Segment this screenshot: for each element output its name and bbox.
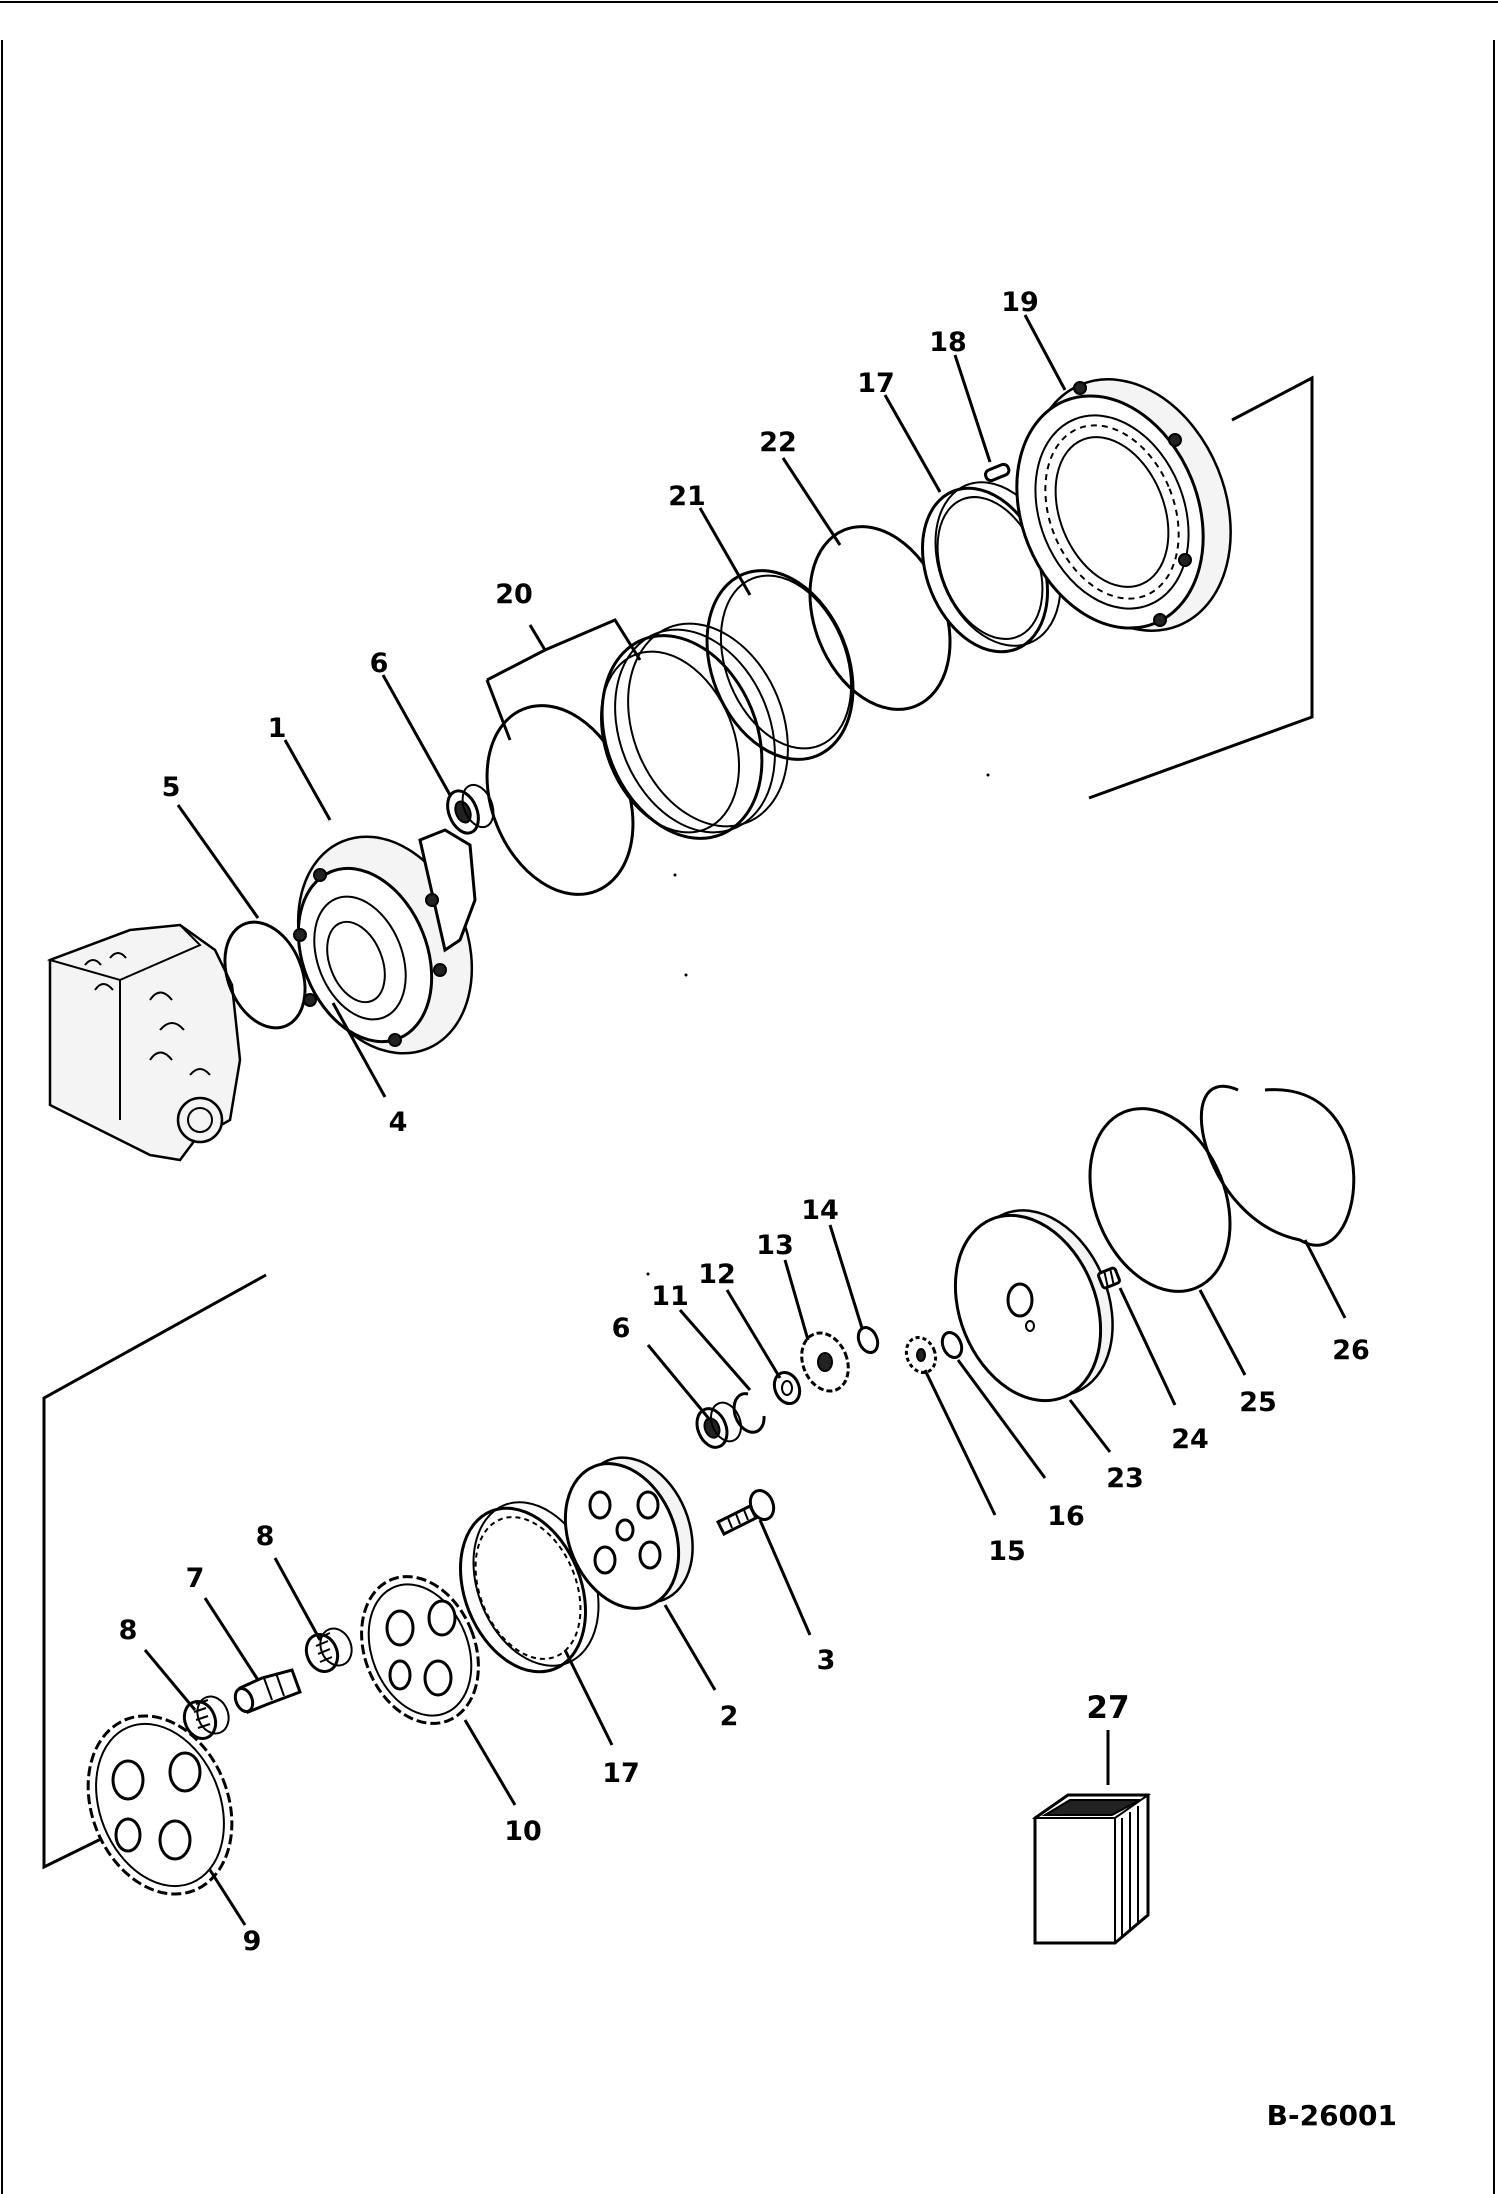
washer-12	[772, 1370, 802, 1406]
callout-27: 27	[1086, 1690, 1129, 1726]
callout-17-lower: 17	[602, 1758, 640, 1789]
callout-14: 14	[801, 1195, 839, 1226]
hub-2	[563, 1456, 694, 1610]
cover-23	[953, 1209, 1114, 1403]
carrier-gear-10	[360, 1575, 480, 1725]
flange-1	[293, 828, 477, 1055]
shaft-7	[233, 1668, 302, 1714]
callout-4: 4	[389, 1107, 408, 1138]
callout-19: 19	[1001, 287, 1039, 318]
callout-16: 16	[1047, 1501, 1085, 1532]
bearing-6-lower	[695, 1401, 742, 1449]
callout-2: 2	[720, 1701, 739, 1732]
needle-bearing-8-lower	[182, 1695, 230, 1740]
sun-gear-13	[800, 1331, 850, 1393]
snap-ring-11	[732, 1392, 766, 1434]
callout-8-upper: 8	[256, 1521, 275, 1552]
callout-25: 25	[1239, 1387, 1277, 1418]
ring-21	[705, 569, 855, 761]
callout-3: 3	[817, 1645, 836, 1676]
callout-13: 13	[756, 1230, 794, 1261]
callout-21: 21	[668, 481, 706, 512]
leader-lines	[143, 314, 1347, 1926]
carrier-gear-9	[86, 1714, 234, 1896]
document-id: B-26001	[1267, 2099, 1397, 2132]
needle-bearing-8-upper	[304, 1627, 353, 1673]
small-gear-15	[904, 1336, 938, 1374]
callout-24: 24	[1171, 1424, 1209, 1455]
callout-9: 9	[243, 1926, 262, 1957]
callout-15: 15	[988, 1536, 1026, 1567]
connector-bracket-upper	[1088, 375, 1314, 800]
bolt-3	[715, 1488, 776, 1537]
callout-7: 7	[186, 1563, 205, 1594]
parts-kit-box-27	[1031, 1793, 1152, 1945]
callout-23: 23	[1106, 1463, 1144, 1494]
ring-gear-housing-19	[1015, 378, 1232, 632]
motor-housing	[46, 923, 242, 1162]
callout-10: 10	[504, 1816, 542, 1847]
callout-22: 22	[759, 427, 797, 458]
bearing-6-upper	[446, 783, 495, 835]
callout-1: 1	[268, 713, 287, 744]
pin-18	[984, 462, 1011, 483]
o-ring-25	[1088, 1107, 1232, 1293]
connector-bracket-lower	[42, 1273, 267, 1870]
callout-6-lower: 6	[612, 1313, 631, 1344]
callout-20: 20	[495, 579, 533, 610]
o-ring-5	[223, 920, 307, 1030]
retaining-ring-16	[940, 1330, 964, 1360]
callout-26: 26	[1332, 1335, 1370, 1366]
seal-ring-20	[599, 622, 789, 840]
plug-24	[1097, 1266, 1121, 1290]
callout-6-upper: 6	[370, 648, 389, 679]
callout-5: 5	[162, 772, 181, 803]
callout-12: 12	[698, 1259, 736, 1290]
retaining-ring-14	[856, 1325, 880, 1355]
callout-labels: 19 18 17 22 21 20 6 1 5 4 14 13 12 11 6 …	[119, 287, 1370, 1957]
callout-17-upper: 17	[857, 368, 895, 399]
snap-ring-26	[1199, 1084, 1356, 1247]
callout-18: 18	[929, 327, 967, 358]
callout-11: 11	[651, 1281, 689, 1312]
callout-8-lower: 8	[119, 1615, 138, 1646]
